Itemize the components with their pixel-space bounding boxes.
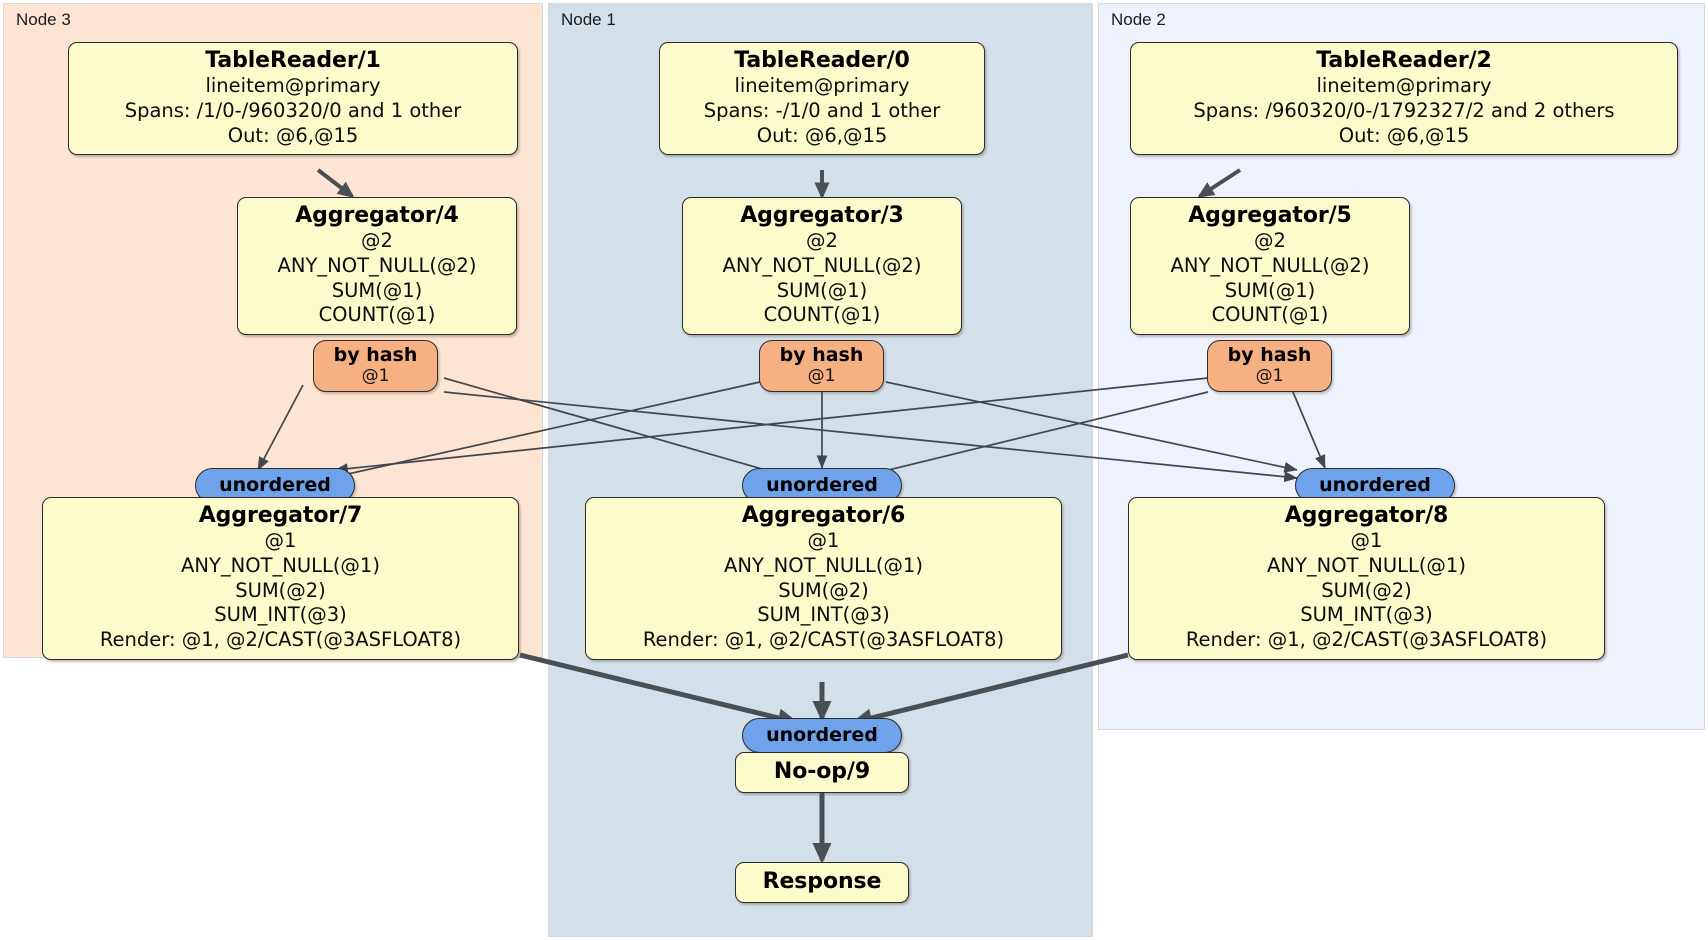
proc-line: @2: [806, 229, 838, 253]
router-sublabel: @1: [361, 365, 390, 386]
proc-line: lineitem@primary: [205, 74, 381, 98]
synchronizer-label: unordered: [766, 724, 878, 746]
synchronizer-label: unordered: [1319, 474, 1431, 496]
proc-line: @1: [264, 529, 297, 553]
node-panel-label-node1: Node 1: [561, 10, 616, 29]
router-label: by hash: [779, 344, 864, 367]
synchronizer-label: unordered: [219, 474, 331, 496]
proc-line: @2: [361, 229, 393, 253]
proc-box-aggregator-5[interactable]: Aggregator/5 @2 ANY_NOT_NULL(@2) SUM(@1)…: [1130, 197, 1410, 335]
proc-box-table-reader-1[interactable]: TableReader/1 lineitem@primary Spans: /1…: [68, 42, 518, 156]
router-label: by hash: [333, 344, 418, 367]
router-sublabel: @1: [1255, 365, 1284, 386]
synchronizer-unordered-final[interactable]: unordered: [742, 718, 902, 753]
proc-line: ANY_NOT_NULL(@2): [722, 253, 922, 277]
proc-title: TableReader/2: [1316, 48, 1492, 73]
proc-title: TableReader/0: [734, 48, 910, 73]
proc-box-aggregator-7[interactable]: Aggregator/7 @1 ANY_NOT_NULL(@1) SUM(@2)…: [42, 497, 519, 660]
proc-line: SUM_INT(@3): [1300, 603, 1433, 627]
proc-line: ANY_NOT_NULL(@1): [181, 553, 380, 577]
proc-box-aggregator-8[interactable]: Aggregator/8 @1 ANY_NOT_NULL(@1) SUM(@2)…: [1128, 497, 1605, 660]
proc-box-aggregator-3[interactable]: Aggregator/3 @2 ANY_NOT_NULL(@2) SUM(@1)…: [682, 197, 962, 335]
proc-line: lineitem@primary: [1316, 74, 1492, 98]
proc-title: Aggregator/3: [740, 203, 904, 228]
proc-title: TableReader/1: [205, 48, 381, 73]
proc-line: @1: [1350, 529, 1383, 553]
proc-line: SUM_INT(@3): [214, 603, 347, 627]
proc-line: SUM(@2): [1321, 578, 1412, 602]
proc-title: Aggregator/4: [295, 203, 459, 228]
proc-line: ANY_NOT_NULL(@1): [724, 553, 923, 577]
proc-box-table-reader-2[interactable]: TableReader/2 lineitem@primary Spans: /9…: [1130, 42, 1678, 156]
proc-title: Aggregator/6: [741, 503, 906, 528]
proc-title: Response: [762, 869, 882, 894]
proc-line: @1: [807, 529, 840, 553]
proc-line: lineitem@primary: [734, 74, 910, 98]
proc-title: Aggregator/8: [1284, 503, 1449, 528]
proc-box-aggregator-6[interactable]: Aggregator/6 @1 ANY_NOT_NULL(@1) SUM(@2)…: [585, 497, 1062, 660]
proc-line: SUM_INT(@3): [757, 603, 890, 627]
node-panel-label-node2: Node 2: [1111, 10, 1166, 29]
proc-title: No-op/9: [773, 759, 871, 784]
proc-line: Out: @6,@15: [756, 123, 888, 147]
proc-box-response[interactable]: Response: [735, 862, 909, 904]
proc-line: Out: @6,@15: [227, 123, 359, 147]
proc-line: Out: @6,@15: [1338, 123, 1470, 147]
proc-line: ANY_NOT_NULL(@2): [1170, 253, 1370, 277]
proc-title: Aggregator/7: [198, 503, 363, 528]
synchronizer-label: unordered: [766, 474, 878, 496]
router-by-hash-center[interactable]: by hash @1: [759, 340, 884, 392]
proc-line: COUNT(@1): [763, 303, 881, 327]
proc-line: Spans: /1/0-/960320/0 and 1 other: [124, 98, 462, 122]
proc-line: COUNT(@1): [318, 303, 436, 327]
proc-line: @2: [1254, 229, 1286, 253]
proc-line: SUM(@2): [778, 578, 869, 602]
proc-line: Spans: -/1/0 and 1 other: [703, 98, 941, 122]
proc-box-aggregator-4[interactable]: Aggregator/4 @2 ANY_NOT_NULL(@2) SUM(@1)…: [237, 197, 517, 335]
router-label: by hash: [1227, 344, 1312, 367]
proc-line: Render: @1, @2/CAST(@3ASFLOAT8): [642, 627, 1005, 651]
proc-line: ANY_NOT_NULL(@1): [1267, 553, 1466, 577]
proc-line: SUM(@1): [331, 278, 423, 302]
proc-line: Render: @1, @2/CAST(@3ASFLOAT8): [1185, 627, 1548, 651]
proc-line: SUM(@1): [1224, 278, 1316, 302]
proc-box-table-reader-0[interactable]: TableReader/0 lineitem@primary Spans: -/…: [659, 42, 985, 156]
proc-line: COUNT(@1): [1211, 303, 1329, 327]
router-by-hash-left[interactable]: by hash @1: [313, 340, 438, 392]
proc-box-noop-9[interactable]: No-op/9: [735, 752, 909, 794]
node-panel-label-node3: Node 3: [16, 10, 71, 29]
proc-line: SUM(@1): [776, 278, 868, 302]
router-by-hash-right[interactable]: by hash @1: [1207, 340, 1332, 392]
proc-line: Render: @1, @2/CAST(@3ASFLOAT8): [99, 627, 462, 651]
proc-line: ANY_NOT_NULL(@2): [277, 253, 477, 277]
router-sublabel: @1: [807, 365, 836, 386]
proc-line: SUM(@2): [235, 578, 326, 602]
proc-line: Spans: /960320/0-/1792327/2 and 2 others: [1193, 98, 1615, 122]
proc-title: Aggregator/5: [1188, 203, 1352, 228]
